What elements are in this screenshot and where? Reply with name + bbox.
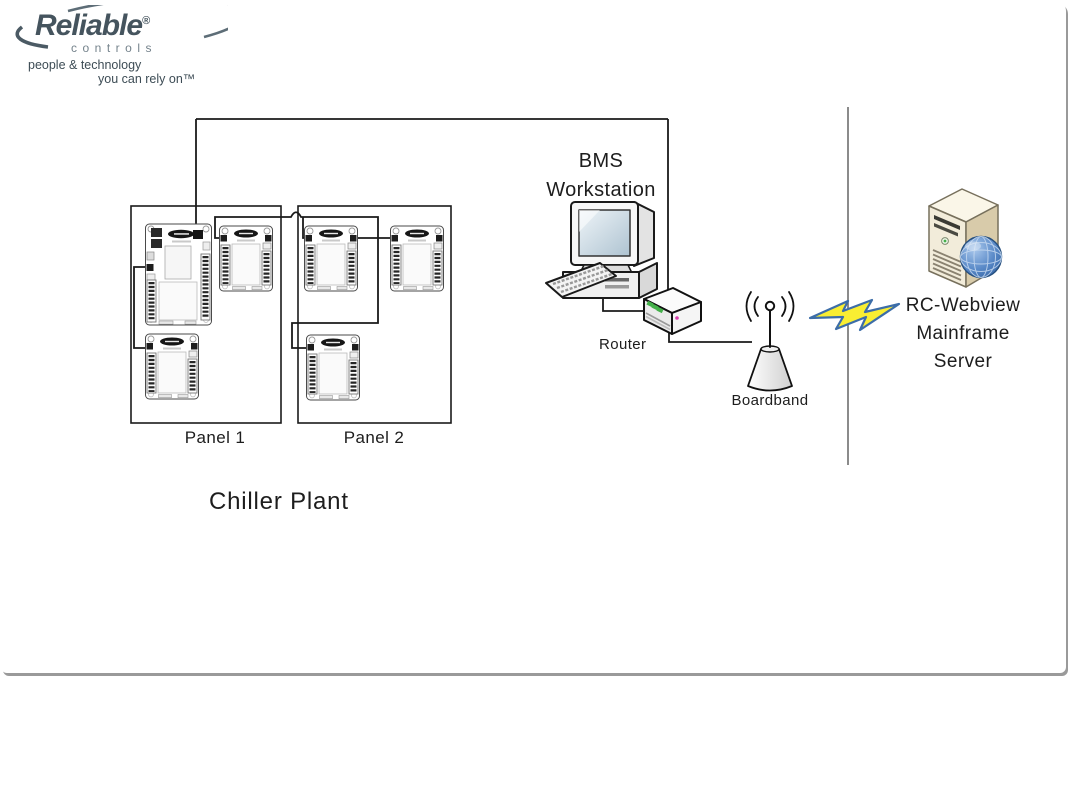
router-label: Router — [599, 336, 647, 353]
workstation-icon — [545, 201, 658, 299]
workstation-label-line2: Workstation — [546, 179, 656, 201]
logo-sub-brand: controls — [71, 41, 158, 55]
broadband-label: Boardband — [731, 392, 809, 409]
controller-board-large — [146, 224, 212, 325]
network-wires — [133, 118, 752, 349]
server-label: RC-Webview Mainframe Server — [906, 292, 1021, 376]
reliable-controls-logo: Reliable® controls people & technology y… — [8, 5, 228, 89]
workstation-label-line1: BMS — [578, 150, 624, 172]
registered-mark: ® — [142, 15, 151, 27]
logo-swoosh-icon — [15, 5, 228, 49]
broadband-antenna-icon — [745, 291, 795, 392]
logo-brand-text: Reliable® — [35, 9, 151, 42]
lightning-bolt-icon — [808, 298, 901, 332]
server-label-line1: RC-Webview — [905, 295, 1021, 316]
logo-tagline-2: you can rely on™ — [98, 72, 196, 86]
server-label-line3: Server — [933, 351, 993, 372]
panel1-internal-wire — [133, 266, 150, 349]
logo-tagline-1: people & technology — [28, 58, 142, 72]
router-to-antenna-wire — [668, 331, 752, 343]
controller-board — [391, 226, 444, 291]
panel2-label: Panel 2 — [343, 428, 405, 447]
panel1-to-panel2-wire — [214, 211, 379, 349]
controller-board — [146, 334, 199, 399]
globe-icon — [959, 235, 1003, 279]
controller-board — [305, 226, 358, 291]
server-label-line2: Mainframe — [916, 323, 1010, 344]
server-icon — [928, 188, 1003, 288]
router-icon — [643, 287, 702, 335]
controller-board — [307, 335, 360, 400]
chiller-plant-title: Chiller Plant — [209, 488, 349, 515]
workstation-label: BMS Workstation — [546, 147, 656, 205]
controller-board — [220, 226, 273, 291]
panel1-label: Panel 1 — [184, 428, 246, 447]
